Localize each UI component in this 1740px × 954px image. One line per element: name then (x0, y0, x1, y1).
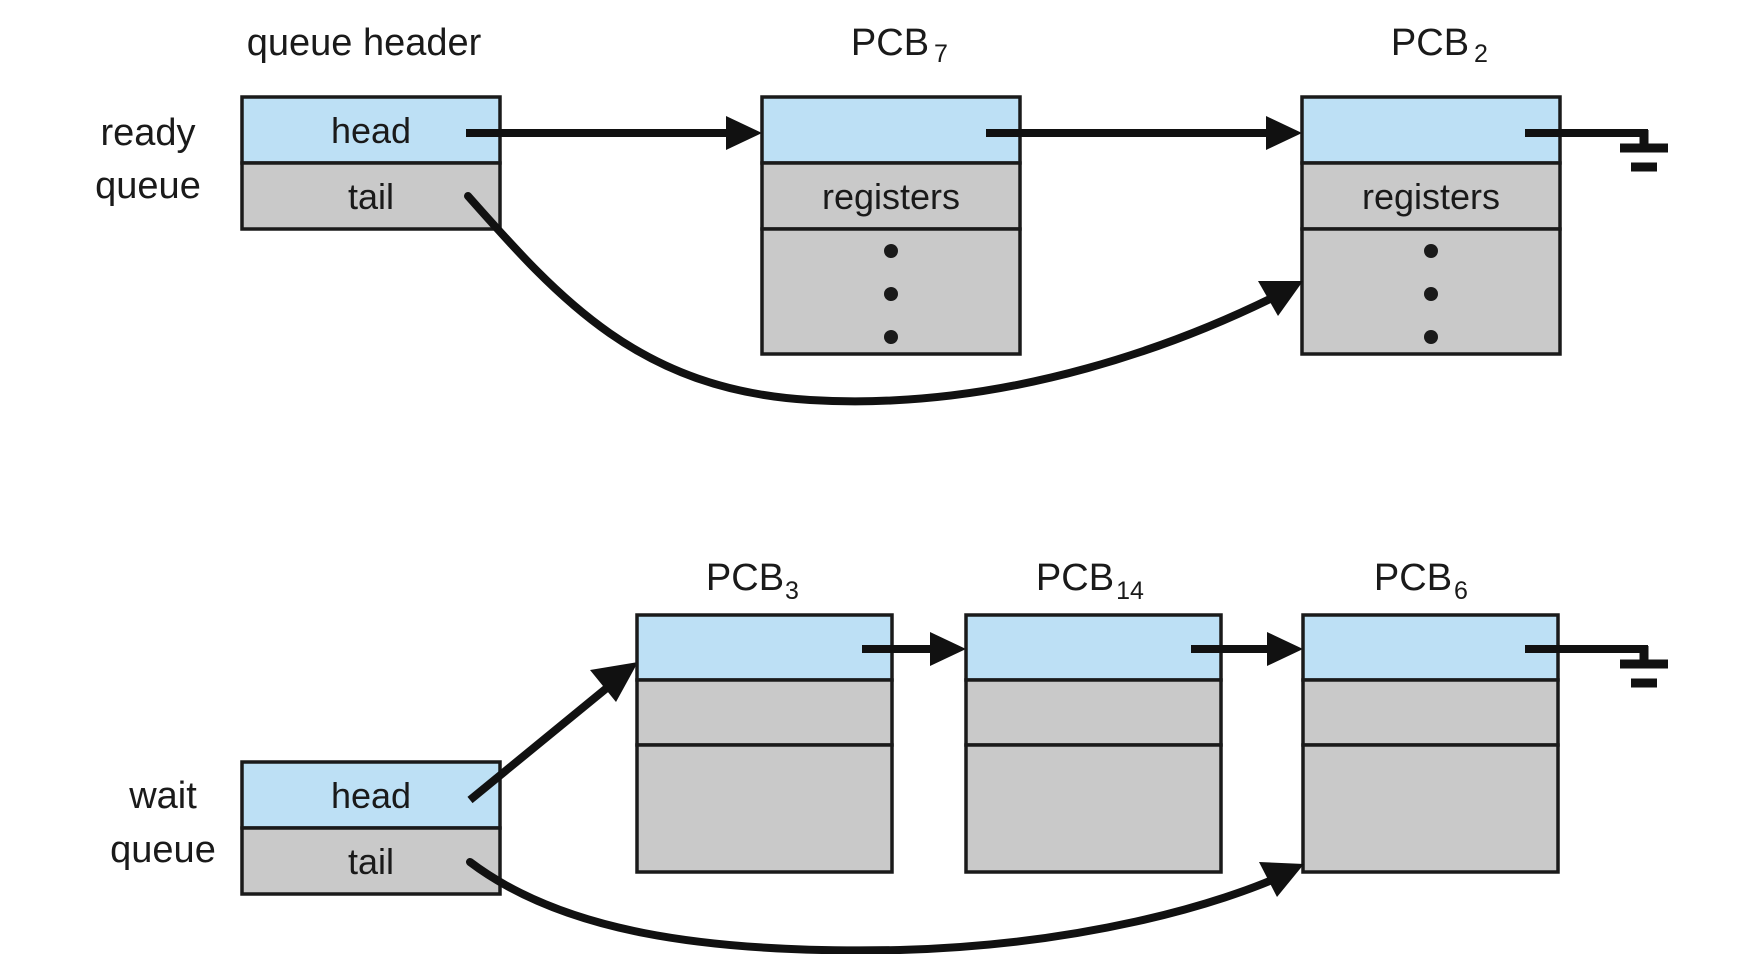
arrowhead (726, 116, 762, 150)
node-pcb-3-caption: PCB 3 (706, 557, 799, 605)
wait-tail-cell[interactable] (240, 826, 502, 896)
arrowhead (1258, 281, 1303, 316)
pcb-2-registers-cell[interactable] (1300, 161, 1562, 231)
wait-queue-label-line1: wait (128, 775, 197, 817)
pcb-7-registers-label: registers (822, 176, 960, 217)
pcb-14-body-cell[interactable] (964, 743, 1223, 874)
node-pcb-7: PCB 7 registers (760, 22, 1022, 356)
node-pcb-6-label: PCB (1374, 557, 1452, 599)
ready-queue-side-label: ready queue (95, 112, 201, 207)
node-pcb-3-label: PCB (706, 557, 784, 599)
ellipsis-dot (1424, 287, 1438, 301)
ready-head-label: head (331, 110, 411, 151)
arrowhead (930, 632, 966, 666)
pcb-6-next-pointer-cell[interactable] (1301, 613, 1560, 682)
node-pcb-6: PCB 6 (1301, 557, 1560, 874)
wait-head-cell[interactable] (240, 760, 502, 830)
pcb-7-next-pointer-cell[interactable] (760, 95, 1022, 165)
node-pcb-2-subscript: 2 (1474, 40, 1488, 68)
wait-queue-null-terminator-ground-icon (1525, 645, 1668, 688)
pcb-14-next-arrow (1191, 632, 1303, 666)
ellipsis-dot (884, 287, 898, 301)
ready-tail-cell[interactable] (240, 161, 502, 231)
node-pcb-14-caption: PCB 14 (1036, 557, 1144, 605)
pcb-14-next-pointer-cell[interactable] (964, 613, 1223, 682)
pcb-3-next-pointer-cell[interactable] (635, 613, 894, 682)
pcb-6-body-cell[interactable] (1301, 743, 1560, 874)
pcb-3-body-cell[interactable] (635, 743, 894, 874)
node-pcb-6-caption: PCB 6 (1374, 557, 1468, 605)
queue-header-title: queue header (247, 22, 482, 64)
arrowhead (1266, 116, 1302, 150)
pcb-3-mid-cell[interactable] (635, 678, 894, 747)
arrowhead (1259, 862, 1304, 897)
node-pcb-7-subscript: 7 (934, 40, 948, 68)
node-pcb-6-subscript: 6 (1454, 577, 1468, 605)
wait-head-label: head (331, 775, 411, 816)
ellipsis-dot (884, 330, 898, 344)
ready-head-cell[interactable] (240, 95, 502, 165)
pcb-2-registers-label: registers (1362, 176, 1500, 217)
wait-tail-pointer-curve (466, 858, 1304, 954)
arrowhead (1267, 632, 1303, 666)
node-pcb-14-subscript: 14 (1116, 577, 1144, 605)
ellipsis-dot (1424, 330, 1438, 344)
ready-tail-label: tail (348, 176, 394, 217)
ready-queue-label-line2: queue (95, 165, 201, 207)
node-pcb-2-label: PCB (1391, 22, 1469, 64)
ready-queue-label-line1: ready (100, 112, 195, 154)
wait-queue-side-label: wait queue (110, 775, 216, 871)
ellipsis-dot (1424, 244, 1438, 258)
ready-tail-pointer-curve (464, 192, 1303, 406)
pcb-7-next-arrow (986, 116, 1302, 150)
node-pcb-14-label: PCB (1036, 557, 1114, 599)
wait-queue-header-box: head tail (240, 760, 502, 896)
arrowhead (590, 662, 638, 702)
pcb-2-next-pointer-cell[interactable] (1300, 95, 1562, 165)
pcb-3-next-arrow (862, 632, 966, 666)
node-pcb-14: PCB 14 (964, 557, 1223, 874)
pcb-14-mid-cell[interactable] (964, 678, 1223, 747)
ready-queue-null-terminator-ground-icon (1525, 129, 1668, 172)
wait-tail-label: tail (348, 841, 394, 882)
node-pcb-2: PCB 2 registers (1300, 22, 1562, 356)
node-pcb-3: PCB 3 (635, 557, 894, 874)
ellipsis-dot (884, 244, 898, 258)
ready-head-pointer-arrow (466, 116, 762, 150)
wait-queue-label-line2: queue (110, 829, 216, 871)
wait-head-pointer-arrow (467, 662, 638, 804)
node-pcb-3-subscript: 3 (785, 577, 799, 605)
ready-queue-header-box: head tail (240, 95, 502, 231)
pcb-6-mid-cell[interactable] (1301, 678, 1560, 747)
node-pcb-7-label: PCB (851, 22, 929, 64)
